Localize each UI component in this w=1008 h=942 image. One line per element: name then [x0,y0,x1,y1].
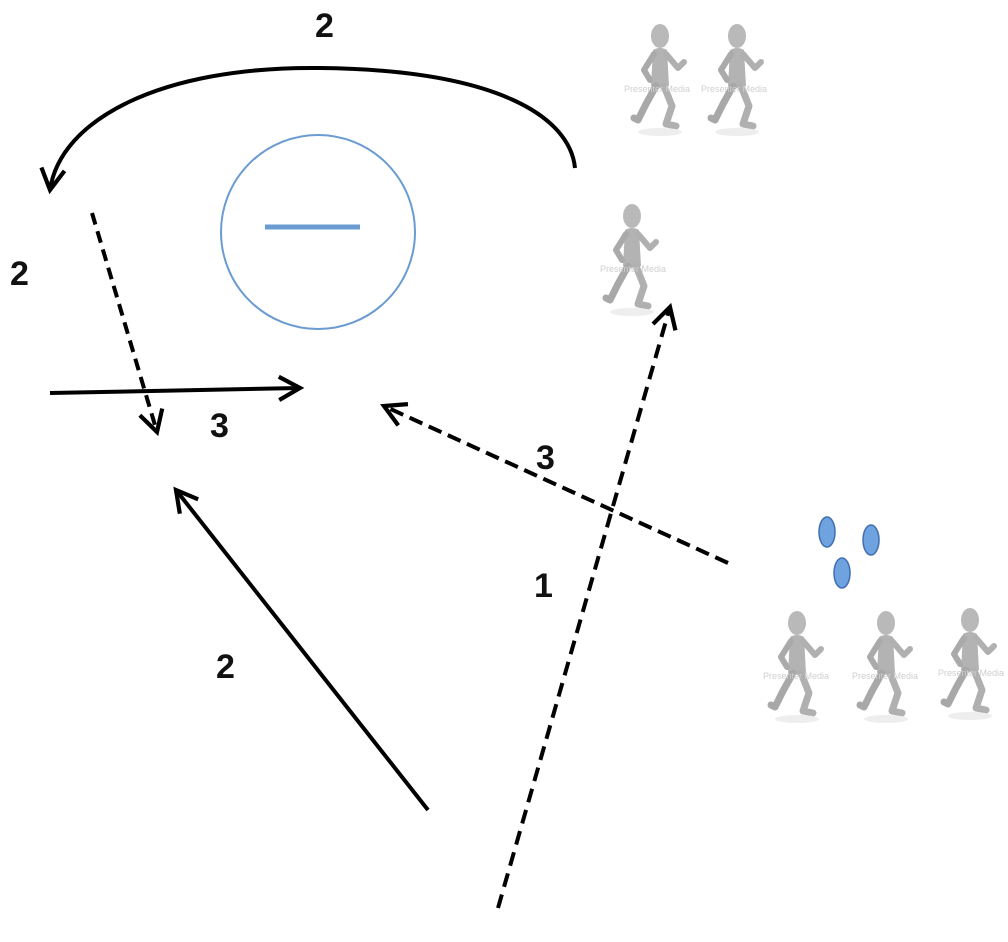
left-dashed-arrow [90,212,165,437]
lower-solid-arrow [173,486,430,812]
long-dashed-arrow [496,302,678,909]
top-curve-arrow [39,65,577,195]
ball-icon [833,557,851,589]
diagonal-dashed-arrow [380,402,729,565]
player-bottom-1: Presenter Media [763,611,829,723]
label-center-solid: 3 [210,407,229,445]
label-lower-solid: 2 [216,648,235,686]
ball-icon [818,516,836,548]
running-figure-icon [606,204,656,316]
player-middle: Presenter Media [600,204,666,316]
watermark: Presenter Media [763,671,829,681]
watermark: Presenter Media [938,668,1004,678]
watermark: Presenter Media [852,671,918,681]
player-bottom-3: Presenter Media [938,608,1004,720]
ball-icon [862,524,880,556]
running-figure-icon [634,24,684,136]
watermark: Presenter Media [624,84,690,94]
player-bottom-2: Presenter Media [852,611,918,723]
center-solid-arrow [49,374,305,402]
running-figure-icon [860,611,910,723]
label-long-dashed: 1 [534,567,553,605]
watermark: Presenter Media [600,264,666,274]
player-top-2: Presenter Media [701,24,767,136]
running-figure-icon [711,24,761,136]
label-left-side: 2 [10,255,29,293]
label-top-curve: 2 [315,7,334,45]
running-figure-icon [944,608,994,720]
circle-with-bar-icon [220,134,416,330]
player-top-1: Presenter Media [624,24,690,136]
goal-zone [220,134,416,330]
label-diagonal-dashed: 3 [536,439,555,477]
watermark: Presenter Media [701,84,767,94]
running-figure-icon [771,611,821,723]
